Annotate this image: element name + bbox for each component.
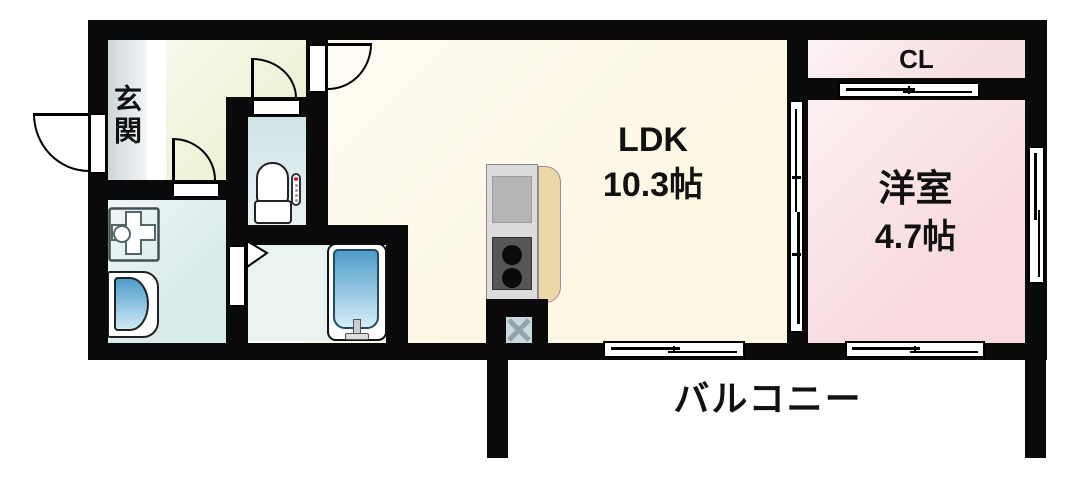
wall-left (88, 20, 108, 360)
entrance-step (147, 40, 166, 180)
toilet-icon (252, 160, 304, 228)
washer-pan-icon (108, 207, 160, 262)
entrance-floor (106, 40, 147, 180)
kitchen-unit (486, 164, 562, 304)
wall-bottom (88, 343, 1047, 360)
bedroom-label: 洋室 4.7帖 (813, 165, 1018, 261)
wall-bath-right (386, 225, 408, 343)
closet-label: CL (899, 44, 934, 74)
bath-door-swing-icon (246, 240, 269, 268)
entrance-door-arc (33, 114, 89, 172)
faucet-icon (345, 333, 369, 340)
ldk-label: LDK 10.3帖 (553, 118, 753, 208)
sink-vanity-icon (107, 271, 159, 338)
bedroom-balcony-window (845, 341, 985, 358)
sink-bowl-icon (114, 277, 149, 331)
balcony-right-wall (1025, 358, 1046, 458)
bedroom-area: 4.7帖 (874, 218, 957, 256)
closet-floor (808, 38, 1025, 80)
closet-sliding-door (838, 82, 980, 98)
ldk-door-leaf (308, 44, 327, 93)
kitchen-sink-icon (492, 176, 532, 223)
bedroom-floor (808, 100, 1025, 343)
entrance-label: 玄関 (111, 84, 142, 148)
balcony-label: バルコニー (673, 378, 863, 419)
bathtub-icon (327, 243, 387, 341)
bath-door-leaf (228, 245, 246, 307)
entrance-door-leaf (33, 113, 91, 116)
wall-top (88, 20, 1047, 40)
wall-bath-top (226, 225, 408, 245)
pipe-space-icon (506, 317, 532, 343)
burner-icon (502, 268, 522, 288)
ldk-balcony-window (603, 341, 745, 358)
ldk-name: LDK (618, 121, 688, 159)
washroom-door-sill (172, 182, 220, 198)
toilet-door-leaf (251, 58, 254, 98)
ldk-area: 10.3帖 (602, 166, 704, 204)
bedroom-name: 洋室 (878, 168, 953, 209)
washroom-door-leaf (172, 138, 175, 180)
bedroom-sliding-door (789, 100, 804, 333)
entrance-door-threshold (89, 113, 107, 174)
burner-icon (502, 245, 522, 265)
bedroom-side-window (1028, 146, 1045, 284)
ldk-door-open-line (328, 43, 372, 46)
toilet-door-sill (252, 99, 301, 116)
balcony-divider-wall (487, 358, 508, 458)
